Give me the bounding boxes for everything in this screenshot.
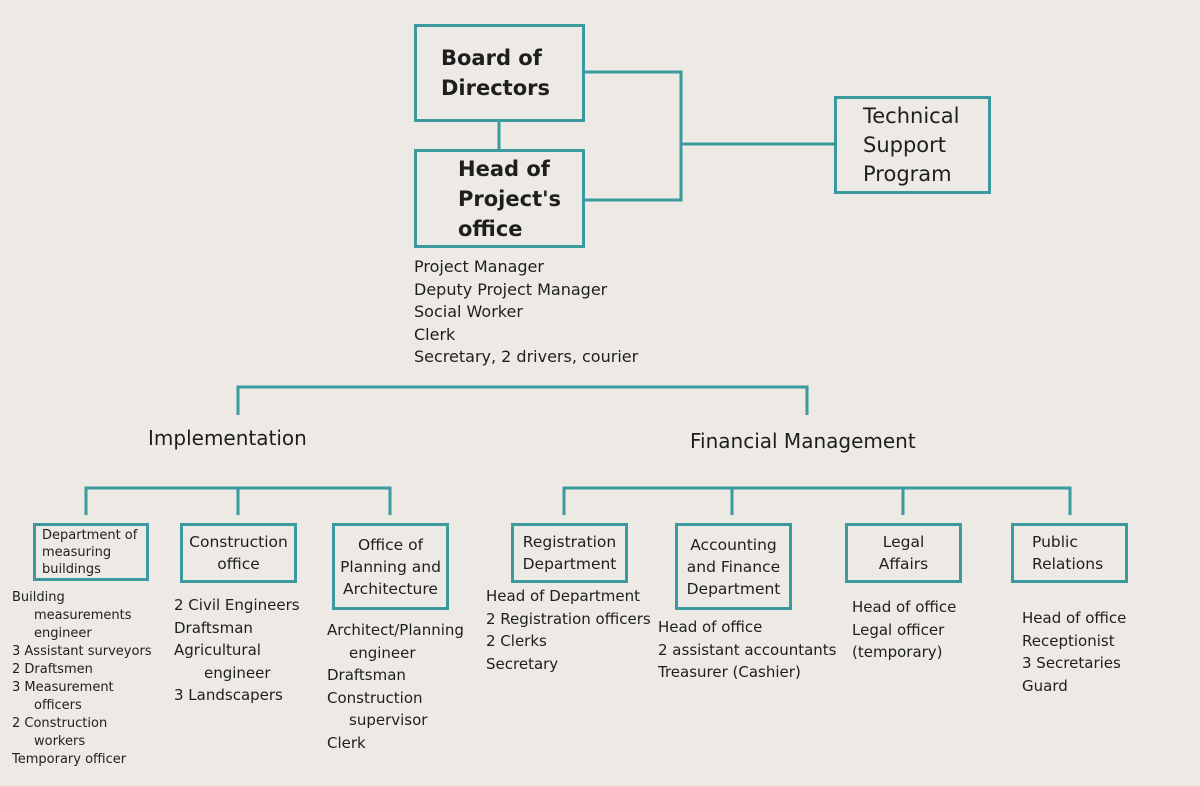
- staff-item: 2 Draftsmen: [12, 662, 93, 677]
- staff-item: Architect/Planning: [327, 621, 464, 639]
- staff-item: engineer: [34, 626, 92, 641]
- staff-item: 2 Registration officers: [486, 609, 651, 628]
- staff-item: engineer: [204, 663, 271, 682]
- construction-staff-list: 2 Civil Engineers Draftsman Agricultural…: [174, 594, 300, 707]
- staff-item: Clerk: [327, 733, 366, 752]
- measuring-buildings-box: Department of measuring buildings: [33, 523, 149, 581]
- head-office-staff-list: Project Manager Deputy Project Manager S…: [414, 256, 638, 369]
- registration-department-box: Registration Department: [511, 523, 628, 583]
- staff-item: Building: [12, 590, 65, 605]
- financial-management-heading: Financial Management: [690, 429, 916, 453]
- legal-affairs-box: Legal Affairs: [845, 523, 962, 583]
- staff-item: (temporary): [852, 643, 943, 661]
- staff-item: Legal officer: [852, 620, 945, 639]
- staff-item: Draftsman: [327, 666, 406, 684]
- staff-item: 2 Civil Engineers: [174, 596, 300, 614]
- staff-item: 2 Clerks: [486, 632, 547, 650]
- measuring-staff-list: Building measurements engineer 3 Assista…: [12, 589, 152, 769]
- public-relations-staff-list: Head of office Receptionist 3 Secretarie…: [1022, 607, 1126, 697]
- public-relations-box: Public Relations: [1011, 523, 1128, 583]
- accounting-finance-label: Accounting and Finance Department: [686, 535, 781, 598]
- staff-item: Project Manager: [414, 257, 544, 276]
- registration-staff-list: Head of Department 2 Registration office…: [486, 585, 651, 675]
- accounting-finance-box: Accounting and Finance Department: [675, 523, 792, 610]
- staff-item: measurements: [34, 608, 132, 623]
- staff-item: Draftsman: [174, 618, 253, 637]
- staff-item: 3 Secretaries: [1022, 654, 1121, 672]
- measuring-buildings-label: Department of measuring buildings: [42, 527, 138, 577]
- staff-item: 3 Assistant surveyors: [12, 644, 152, 659]
- planning-architecture-box: Office of Planning and Architecture: [332, 523, 449, 610]
- staff-item: Temporary officer: [12, 752, 127, 767]
- staff-item: Head of office: [658, 618, 763, 636]
- construction-office-box: Construction office: [180, 523, 297, 583]
- technical-support-label: Technical Support Program: [863, 103, 960, 186]
- staff-item: Clerk: [414, 324, 456, 344]
- bracket-to-technical-support: [584, 70, 683, 202]
- staff-item: Secretary: [486, 654, 559, 673]
- board-of-directors-label: Board of Directors: [441, 46, 550, 100]
- staff-item: 3 Measurement: [12, 680, 114, 695]
- staff-item: Agricultural: [174, 641, 261, 659]
- staff-item: Deputy Project Manager: [414, 279, 608, 299]
- accounting-staff-list: Head of office 2 assistant accountants T…: [658, 616, 837, 684]
- planning-staff-list: Architect/Planning engineer Draftsman Co…: [327, 619, 464, 754]
- construction-office-label: Construction office: [189, 533, 288, 573]
- legal-affairs-label: Legal Affairs: [878, 533, 929, 573]
- implementation-heading: Implementation: [148, 426, 307, 450]
- staff-item: Treasurer (Cashier): [658, 663, 801, 681]
- planning-architecture-label: Office of Planning and Architecture: [340, 535, 441, 598]
- main-division-bracket: [236, 385, 809, 415]
- public-relations-label: Public Relations: [1032, 533, 1104, 573]
- staff-item: Head of Department: [486, 587, 640, 605]
- staff-item: 2 assistant accountants: [658, 640, 837, 659]
- staff-item: Head of office: [852, 598, 957, 616]
- staff-item: Guard: [1022, 676, 1068, 695]
- technical-support-box: Technical Support Program: [834, 96, 991, 194]
- staff-item: Construction: [327, 688, 423, 707]
- staff-item: 3 Landscapers: [174, 686, 283, 704]
- staff-item: Secretary, 2 drivers, courier: [414, 347, 639, 366]
- staff-item: Receptionist: [1022, 631, 1115, 650]
- staff-item: 2 Construction: [12, 716, 108, 731]
- head-of-project-office-label: Head of Project's office: [458, 156, 562, 241]
- staff-item: workers: [34, 734, 86, 749]
- board-of-directors-box: Board of Directors: [414, 24, 585, 122]
- staff-item: supervisor: [349, 711, 428, 729]
- legal-staff-list: Head of office Legal officer (temporary): [852, 596, 956, 664]
- registration-department-label: Registration Department: [522, 533, 617, 573]
- staff-item: Head of office: [1022, 609, 1127, 627]
- staff-item: engineer: [349, 643, 416, 662]
- financial-bracket: [562, 486, 1072, 515]
- staff-item: officers: [34, 698, 82, 713]
- head-of-project-office-box: Head of Project's office: [414, 149, 585, 248]
- staff-item: Social Worker: [414, 302, 523, 321]
